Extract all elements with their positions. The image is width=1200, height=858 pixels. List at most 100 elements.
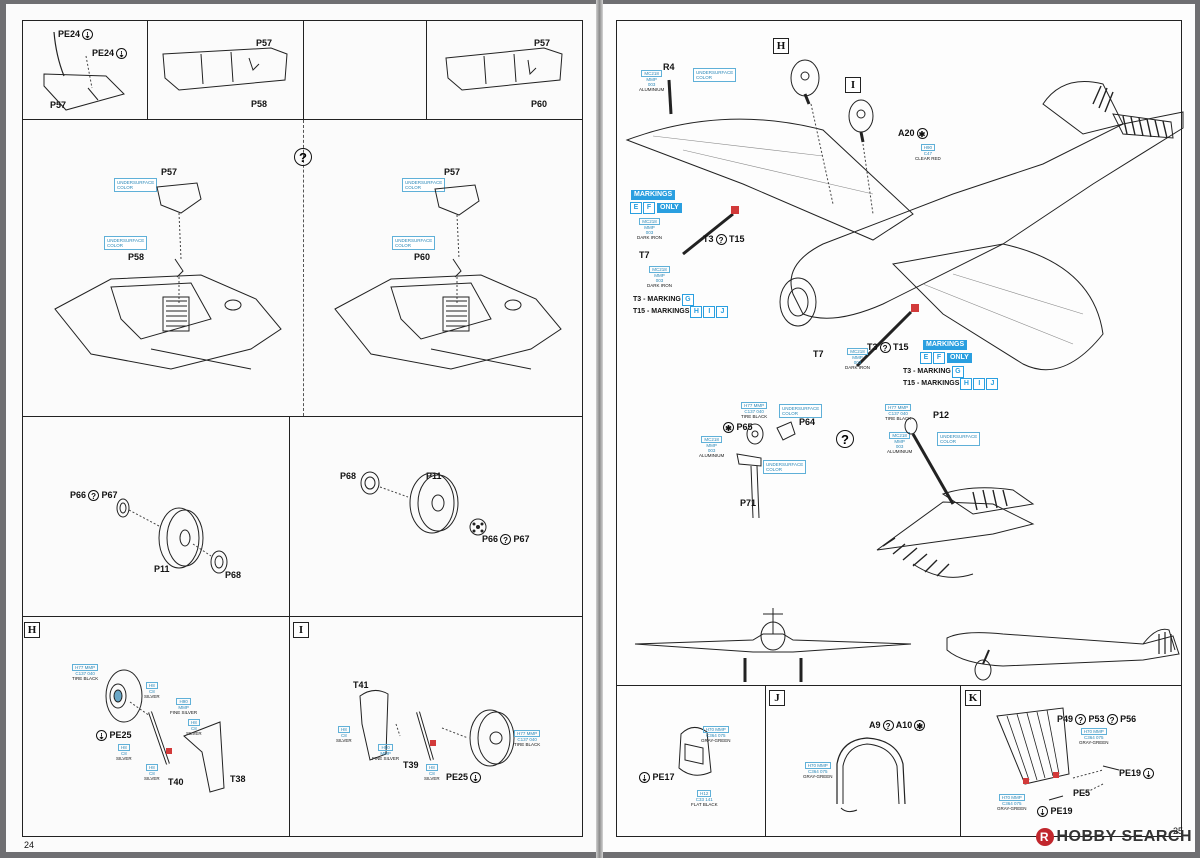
part-label: PE25 xyxy=(109,730,132,740)
part-label: P71 xyxy=(740,498,757,508)
part-label: P57 xyxy=(256,38,273,48)
part-label: T15 xyxy=(893,342,909,352)
star-icon: ✱ xyxy=(723,422,734,434)
divider xyxy=(303,20,304,119)
marking-letter: G xyxy=(681,294,694,306)
only-tag: ONLY xyxy=(947,353,972,363)
only-tag: ONLY xyxy=(657,203,682,213)
part-label: A10 xyxy=(895,720,913,730)
etch-arrow-icon: ⇣ xyxy=(470,772,482,784)
step-h-drawing xyxy=(105,669,225,793)
marking-letter: E xyxy=(630,202,642,214)
divider xyxy=(426,20,427,119)
divider xyxy=(22,416,583,417)
part-label: A9 xyxy=(869,720,881,730)
optional-icon: ? xyxy=(294,148,312,166)
optional-icon: ? xyxy=(500,534,512,546)
optional-icon: ? xyxy=(88,490,100,502)
part-label: P65 xyxy=(736,422,753,432)
part-label: T39 xyxy=(403,760,419,770)
etch-arrow-icon: ⇣ xyxy=(1143,768,1155,780)
dashed-divider xyxy=(303,120,304,416)
marking-letter: I xyxy=(703,306,716,318)
part-label: P58 xyxy=(128,252,145,262)
part-label: PE24 xyxy=(58,29,81,39)
marking-letter: G xyxy=(951,366,964,378)
step-i-drawing xyxy=(359,690,515,767)
part-label: P66 xyxy=(482,534,499,544)
star-icon: ✱ xyxy=(916,128,928,140)
optional-icon: ? xyxy=(1075,714,1087,726)
part-label: P53 xyxy=(1088,714,1105,724)
page-number: 25 xyxy=(1173,826,1184,836)
part-label: PE25 xyxy=(446,772,469,782)
step4-drawing xyxy=(54,182,282,370)
part-label: PE5 xyxy=(1073,788,1091,798)
optional-icon: ? xyxy=(1106,714,1118,726)
watermark-text: HOBBY SEARCH xyxy=(1056,828,1192,846)
page-number: 24 xyxy=(24,840,35,850)
part-label: P64 xyxy=(799,417,816,427)
part-label: PE19 xyxy=(1119,768,1142,778)
part-label: PE17 xyxy=(652,772,675,782)
part-label: P67 xyxy=(101,490,118,500)
step7-drawing xyxy=(360,471,487,536)
canopy-drawing xyxy=(836,737,906,813)
part-label: P12 xyxy=(933,410,950,420)
step-letter: J xyxy=(769,690,785,706)
etch-arrow-icon: ⇣ xyxy=(96,730,107,742)
part-label: T7 xyxy=(813,349,824,359)
part-label: R4 xyxy=(663,62,675,72)
hobbysearch-logo-icon: R xyxy=(1035,828,1054,846)
marking-note: T3 - MARKING xyxy=(633,296,681,303)
step-letter: I xyxy=(293,622,309,638)
part-label: P66 xyxy=(70,490,87,500)
divider xyxy=(289,616,290,837)
step3-drawing xyxy=(445,47,563,91)
marking-letter: H xyxy=(690,306,703,318)
part-label: T38 xyxy=(230,774,246,784)
star-icon: ✱ xyxy=(914,720,926,732)
part-label: T41 xyxy=(353,680,369,690)
optional-icon: ? xyxy=(836,430,854,448)
marking-letter: F xyxy=(643,202,655,214)
divider xyxy=(960,685,961,837)
part-label: P57 xyxy=(444,167,461,177)
etch-arrow-icon: ⇣ xyxy=(116,48,128,60)
part-label: T3 xyxy=(867,342,878,352)
part-label: P68 xyxy=(340,471,357,481)
rear-aircraft-drawing xyxy=(876,417,1035,578)
part-label: T7 xyxy=(639,250,650,260)
step-letter: I xyxy=(845,77,861,93)
part-label: P57 xyxy=(161,167,178,177)
front-view-drawing xyxy=(634,608,912,682)
marking-note: T3 - MARKING xyxy=(903,368,951,375)
optional-icon: ? xyxy=(882,720,894,732)
part-label: A20 xyxy=(898,128,915,138)
divider xyxy=(616,685,1182,686)
marking-letter: E xyxy=(920,352,932,364)
step1-drawing xyxy=(43,31,125,111)
part-label: P58 xyxy=(251,99,268,109)
right-outer-frame xyxy=(616,20,1182,837)
